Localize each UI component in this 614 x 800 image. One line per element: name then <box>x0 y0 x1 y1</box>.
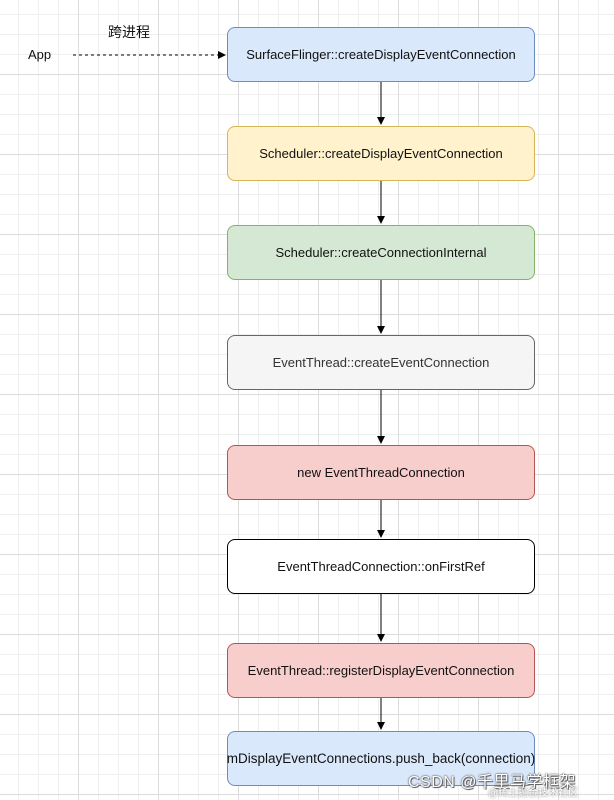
node-register-connection[interactable]: EventThread::registerDisplayEventConnect… <box>227 643 535 698</box>
node-scheduler-create-connection[interactable]: Scheduler::createDisplayEventConnection <box>227 126 535 181</box>
node-scheduler-create-internal[interactable]: Scheduler::createConnectionInternal <box>227 225 535 280</box>
csdn-watermark: CSDN @千里马学框架 <box>408 774 577 791</box>
node-onfirstref[interactable]: EventThreadConnection::onFirstRef <box>227 539 535 594</box>
cross-process-label: 跨进程 <box>108 24 150 40</box>
app-label: App <box>28 47 52 62</box>
juejin-watermark: @稀土掘金技术社区 <box>488 788 579 799</box>
node-push-back-connection[interactable]: mDisplayEventConnections.push_back(conne… <box>227 731 535 786</box>
node-new-eventthreadconnection[interactable]: new EventThreadConnection <box>227 445 535 500</box>
node-surfaceflinger-create-connection[interactable]: SurfaceFlinger::createDisplayEventConnec… <box>227 27 535 82</box>
node-eventthread-create-connection[interactable]: EventThread::createEventConnection <box>227 335 535 390</box>
